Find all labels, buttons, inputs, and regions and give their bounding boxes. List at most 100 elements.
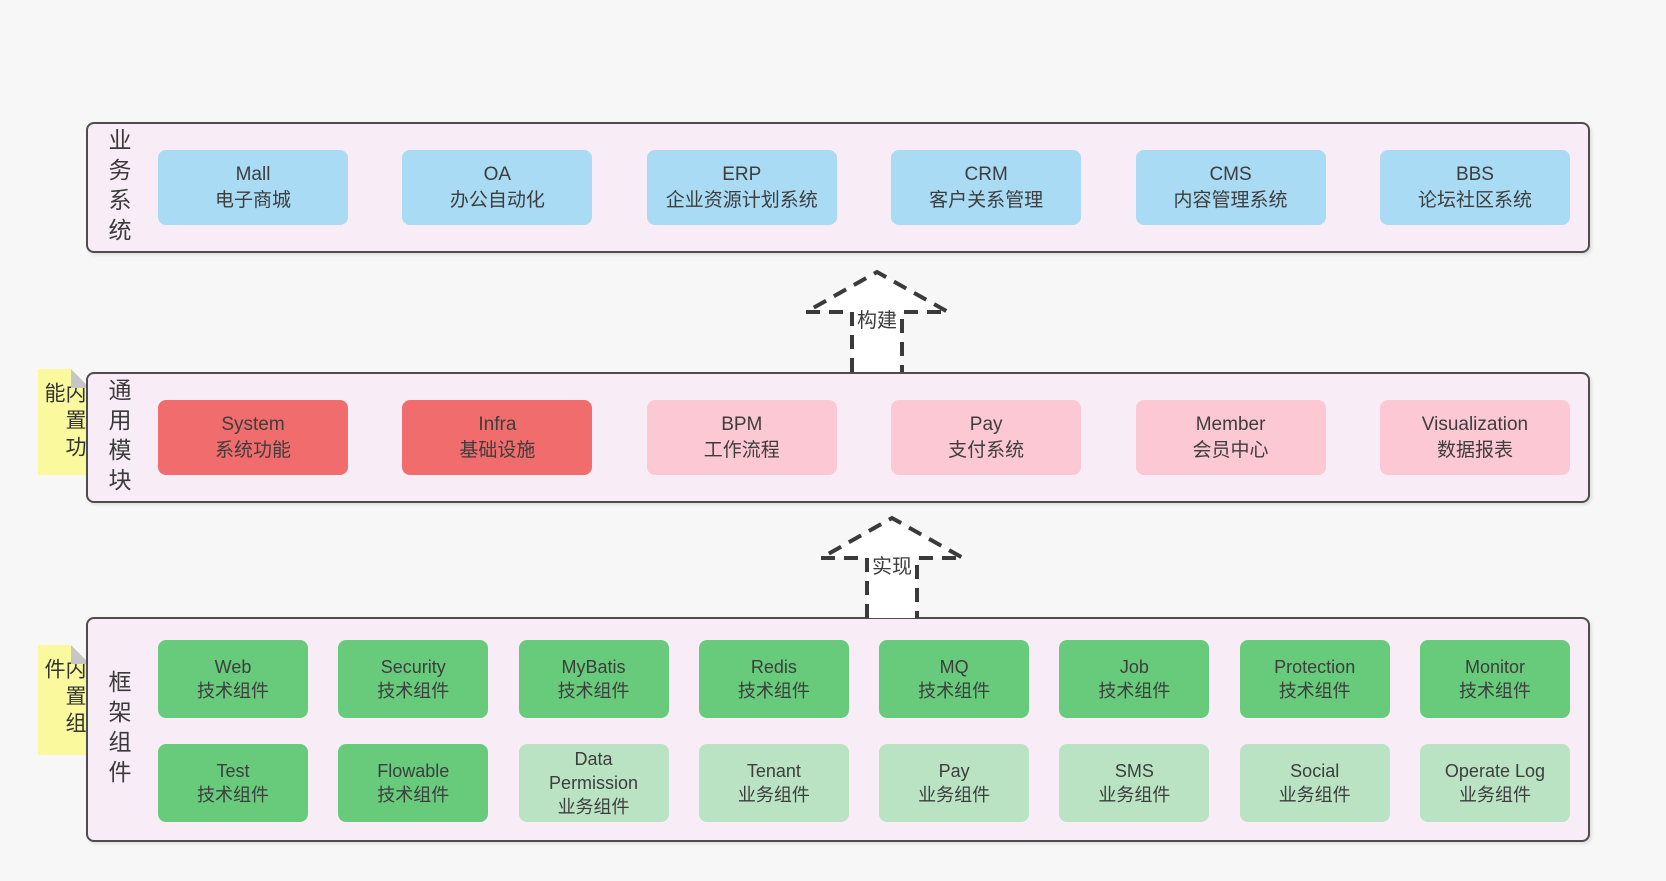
box-title: System <box>221 413 285 435</box>
box-visualization: Visualization 数据报表 <box>1379 400 1570 475</box>
box-title: Job <box>1119 657 1149 677</box>
box-subtitle: 客户关系管理 <box>929 189 1044 211</box>
box-system: System 系统功能 <box>158 400 348 475</box>
box-subtitle: 技术组件 <box>197 681 269 701</box>
box-subtitle: 技术组件 <box>377 785 450 805</box>
box-subtitle: 业务组件 <box>737 785 810 805</box>
box-title: CMS <box>1209 163 1252 185</box>
box-subtitle: 技术组件 <box>918 681 991 701</box>
box-monitor: Monitor 技术组件 <box>1419 640 1570 718</box>
note-text: 内置功能 <box>42 382 86 463</box>
arrow-build-label: 构建 <box>854 309 900 333</box>
box-protection: Protection 技术组件 <box>1239 640 1390 718</box>
arrow-implement-label: 实现 <box>869 555 915 579</box>
box-title: ERP <box>722 163 762 185</box>
box-subtitle: 业务组件 <box>1458 785 1531 805</box>
box-subtitle: 技术组件 <box>1458 681 1531 701</box>
modules-row: System 系统功能 Infra 基础设施 BPM 工作流程 Pay 支付系统… <box>158 400 1570 475</box>
box-web: Web 技术组件 <box>158 640 308 718</box>
box-member: Member 会员中心 <box>1135 400 1326 475</box>
box-subtitle: 数据报表 <box>1436 439 1513 461</box>
box-tenant: Tenant 业务组件 <box>698 744 849 822</box>
box-infra: Infra 基础设施 <box>402 400 593 475</box>
box-title: Member <box>1195 413 1266 435</box>
note-builtin-components: 内置组件 <box>38 645 90 755</box>
layer-label: 框架组件 <box>105 619 131 840</box>
box-title: BPM <box>721 413 763 435</box>
framework-row-2: Test 技术组件 Flowable 技术组件 Data Permission … <box>158 744 1570 822</box>
box-job: Job 技术组件 <box>1059 640 1210 718</box>
box-title: Test <box>216 761 250 781</box>
layer-label-text: 框架组件 <box>105 669 131 790</box>
box-subtitle: 论坛社区系统 <box>1417 189 1532 211</box>
box-subtitle: 业务组件 <box>918 785 991 805</box>
box-erp: ERP 企业资源计划系统 <box>646 150 837 225</box>
box-subtitle: 技术组件 <box>737 681 810 701</box>
box-title: Social <box>1290 761 1340 781</box>
box-title: Infra <box>478 413 517 435</box>
box-title: Redis <box>750 657 797 677</box>
box-title: Protection <box>1274 657 1356 677</box>
framework-row-1: Web 技术组件 Security 技术组件 MyBatis 技术组件 Redi… <box>158 640 1570 718</box>
box-subtitle: 系统功能 <box>214 439 291 461</box>
box-subtitle: 技术组件 <box>197 785 269 805</box>
box-bpm: BPM 工作流程 <box>646 400 837 475</box>
box-oa: OA 办公自动化 <box>402 150 593 225</box>
box-title: BBS <box>1455 163 1494 185</box>
box-subtitle: 办公自动化 <box>449 189 545 211</box>
box-test: Test 技术组件 <box>158 744 308 822</box>
box-mall: Mall 电子商城 <box>158 150 348 225</box>
box-title: Operate Log <box>1444 761 1545 781</box>
box-title: OA <box>483 163 512 185</box>
box-mq: MQ 技术组件 <box>879 640 1030 718</box>
box-operate-log: Operate Log 业务组件 <box>1419 744 1570 822</box>
box-title: Flowable <box>377 761 450 781</box>
box-security: Security 技术组件 <box>338 640 489 718</box>
layer-label-text: 业务系统 <box>105 127 131 248</box>
box-title: CRM <box>964 163 1008 185</box>
box-flowable: Flowable 技术组件 <box>338 744 489 822</box>
layer-common-modules: 通用模块 System 系统功能 Infra 基础设施 BPM 工作流程 Pay… <box>86 372 1590 503</box>
box-title: Pay <box>969 413 1003 435</box>
box-title: Pay <box>938 761 970 781</box>
box-title: Mall <box>235 163 271 185</box>
note-text: 内置组件 <box>42 658 86 739</box>
business-row: Mall 电子商城 OA 办公自动化 ERP 企业资源计划系统 CRM 客户关系… <box>158 150 1570 225</box>
box-subtitle: 业务组件 <box>557 797 630 817</box>
box-subtitle: 技术组件 <box>557 681 630 701</box>
box-subtitle: 业务组件 <box>1098 785 1171 805</box>
box-title: Web <box>214 657 252 677</box>
note-builtin-features: 内置功能 <box>38 369 90 475</box>
box-title: Monitor <box>1464 657 1525 677</box>
layer-business-systems: 业务系统 Mall 电子商城 OA 办公自动化 ERP 企业资源计划系统 CRM… <box>86 122 1590 253</box>
layer-framework-components: 框架组件 Web 技术组件 Security 技术组件 MyBatis 技术组件… <box>86 617 1590 842</box>
box-subtitle: 工作流程 <box>703 439 780 461</box>
box-title: MyBatis <box>561 657 626 677</box>
box-subtitle: 技术组件 <box>377 681 450 701</box>
box-data-permission: Data Permission 业务组件 <box>518 744 669 822</box>
box-title: Visualization <box>1421 413 1529 435</box>
box-redis: Redis 技术组件 <box>698 640 849 718</box>
box-title: MQ <box>939 657 969 677</box>
box-subtitle: 技术组件 <box>1278 681 1351 701</box>
box-subtitle: 企业资源计划系统 <box>665 189 818 211</box>
box-sms: SMS 业务组件 <box>1059 744 1210 822</box>
box-bbs: BBS 论坛社区系统 <box>1379 150 1570 225</box>
box-title: Data Permission <box>549 749 639 793</box>
box-title: Tenant <box>746 761 801 781</box>
box-subtitle: 会员中心 <box>1192 439 1269 461</box>
box-title: SMS <box>1114 761 1154 781</box>
box-social: Social 业务组件 <box>1239 744 1390 822</box>
box-subtitle: 业务组件 <box>1278 785 1351 805</box>
box-pay-module: Pay 支付系统 <box>891 400 1082 475</box>
layer-label: 通用模块 <box>105 374 131 501</box>
box-crm: CRM 客户关系管理 <box>891 150 1082 225</box>
layer-label: 业务系统 <box>105 124 131 251</box>
box-subtitle: 技术组件 <box>1098 681 1171 701</box>
box-mybatis: MyBatis 技术组件 <box>518 640 669 718</box>
box-title: Security <box>380 657 446 677</box>
box-subtitle: 基础设施 <box>459 439 536 461</box>
box-pay-component: Pay 业务组件 <box>879 744 1030 822</box>
layer-label-text: 通用模块 <box>105 377 131 498</box>
box-subtitle: 支付系统 <box>948 439 1025 461</box>
